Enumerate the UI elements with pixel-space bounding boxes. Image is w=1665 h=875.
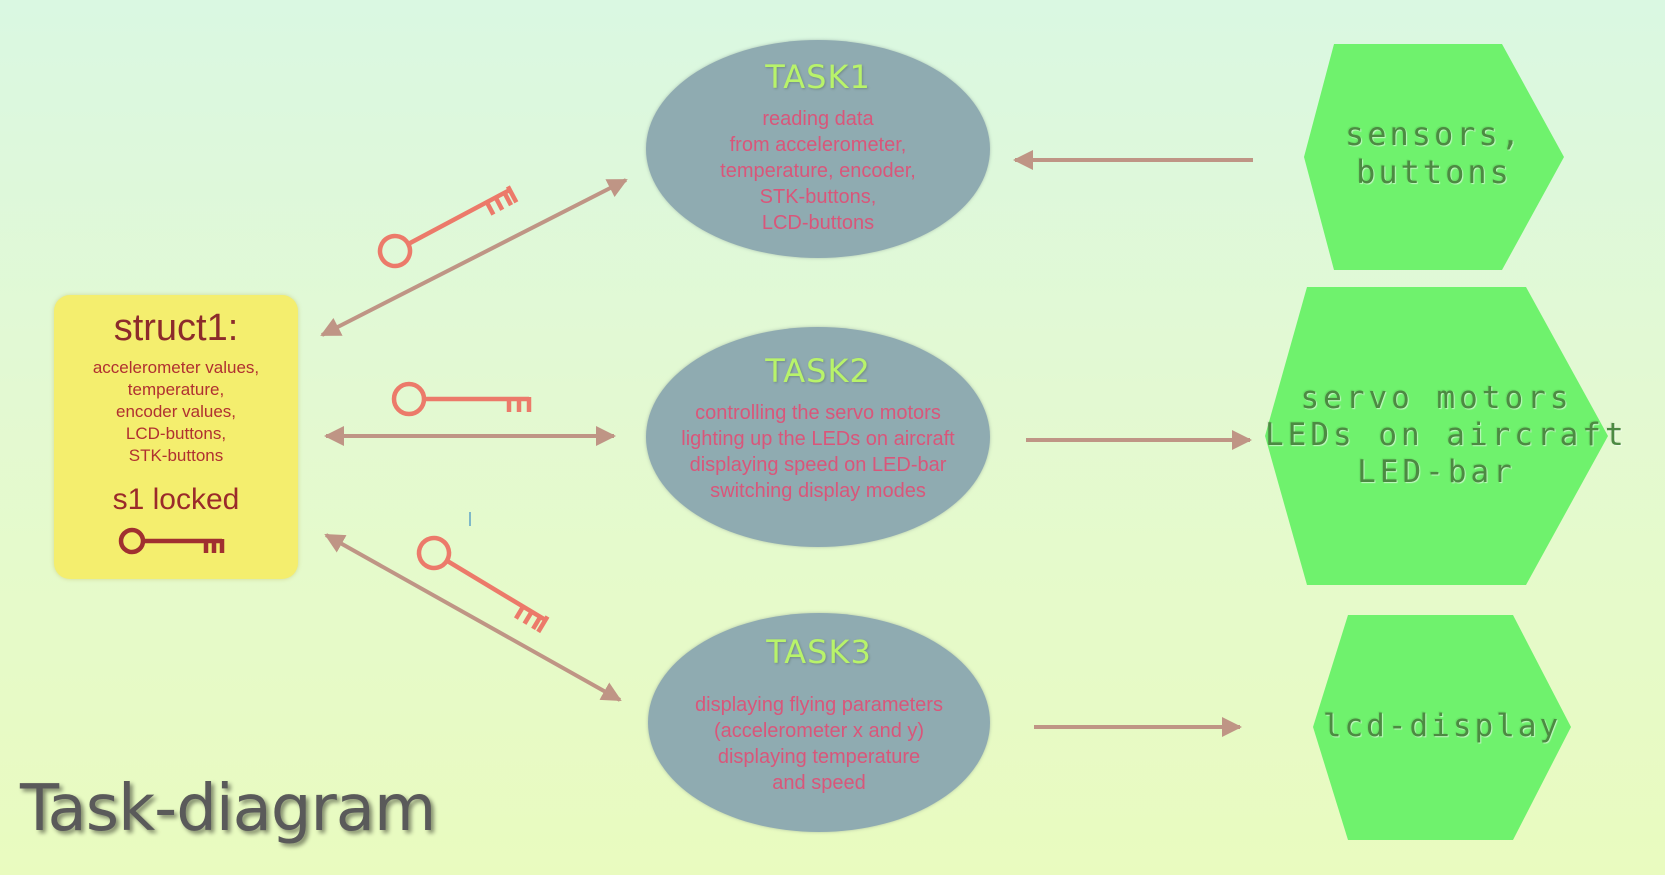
task2-text: displaying speed on LED-bar bbox=[689, 454, 947, 476]
task2-text: lighting up the LEDs on aircraft bbox=[681, 428, 955, 450]
task3-ellipse: TASK3 displaying flying parameters (acce… bbox=[648, 613, 990, 832]
device-lcd-text: lcd-display bbox=[1322, 708, 1562, 744]
struct1-locked-label: s1 locked bbox=[112, 483, 240, 516]
struct1-field: STK-buttons bbox=[128, 446, 224, 465]
arrow-struct-task3 bbox=[324, 533, 622, 702]
task1-text: reading data bbox=[762, 108, 874, 130]
struct1-title: struct1: bbox=[113, 307, 239, 349]
task1-ellipse: TASK1 reading data from accelerometer, t… bbox=[646, 40, 990, 258]
device-servos-text: LED-bar bbox=[1357, 454, 1516, 490]
struct1-field: temperature, bbox=[127, 380, 225, 399]
task2-text: controlling the servo motors bbox=[695, 402, 941, 424]
locked-key-icon bbox=[118, 527, 225, 555]
device-servos-text: LEDs on aircraft bbox=[1265, 417, 1628, 453]
struct1-field: LCD-buttons, bbox=[125, 424, 227, 443]
arrow-struct-task1 bbox=[320, 178, 628, 337]
device-servos-label: servo motors LEDs on aircraft LED-bar bbox=[1265, 380, 1628, 500]
key-icon bbox=[391, 381, 532, 417]
task1-text: from accelerometer, bbox=[729, 134, 907, 156]
task1-text: LCD-buttons bbox=[761, 212, 875, 234]
device-sensors-text: buttons bbox=[1356, 153, 1512, 191]
hexagon-sensors bbox=[1304, 44, 1564, 270]
device-lcd-label: lcd-display bbox=[1313, 708, 1571, 748]
hexagon-lcd bbox=[1313, 615, 1571, 840]
struct1-box: struct1: accelerometer values, temperatu… bbox=[54, 295, 298, 579]
device-servos-text: servo motors bbox=[1300, 380, 1573, 416]
key-icon bbox=[377, 185, 519, 269]
task3-title: TASK3 bbox=[766, 633, 872, 671]
diagram-title: Task-diagram bbox=[20, 772, 436, 846]
struct1-field: encoder values, bbox=[115, 402, 237, 421]
device-sensors-label: sensors, buttons bbox=[1304, 115, 1564, 199]
hexagon-servos bbox=[1265, 287, 1608, 585]
task3-text: displaying temperature bbox=[717, 746, 921, 768]
task3-text: (accelerometer x and y) bbox=[713, 720, 925, 742]
key-icon bbox=[416, 535, 550, 634]
task2-ellipse: TASK2 controlling the servo motors light… bbox=[646, 327, 990, 547]
task1-title: TASK1 bbox=[765, 58, 871, 96]
task1-text: STK-buttons, bbox=[759, 186, 877, 208]
task1-text: temperature, encoder, bbox=[720, 160, 916, 182]
device-sensors-text: sensors, bbox=[1344, 115, 1524, 153]
task3-text: and speed bbox=[772, 772, 866, 794]
task3-text: displaying flying parameters bbox=[695, 694, 943, 716]
task2-title: TASK2 bbox=[765, 352, 871, 390]
task2-text: switching display modes bbox=[710, 480, 926, 502]
struct1-field: accelerometer values, bbox=[92, 358, 260, 377]
